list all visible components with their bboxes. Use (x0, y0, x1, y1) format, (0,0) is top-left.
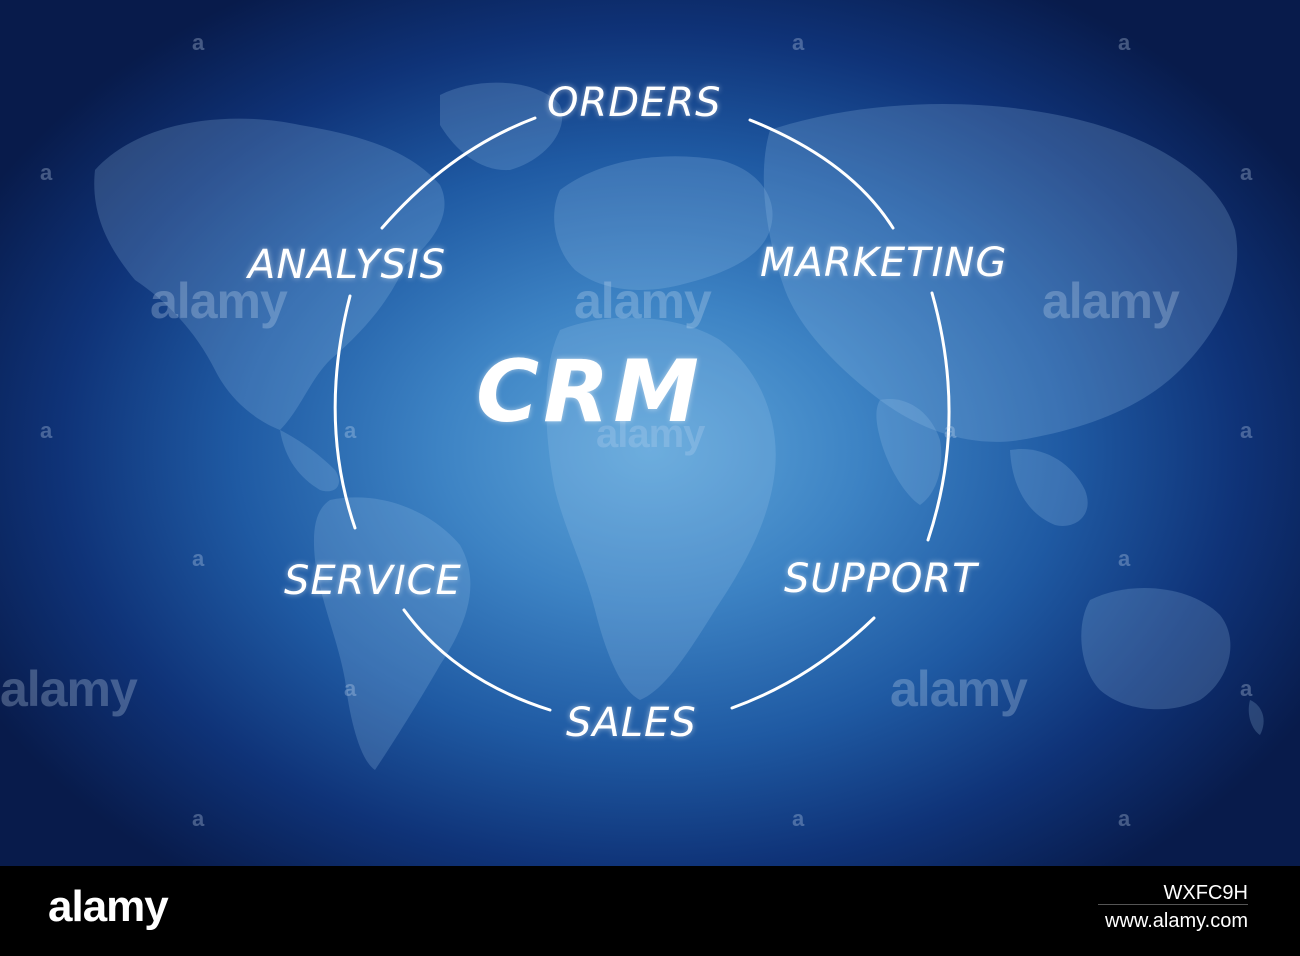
watermark-mark: a (1118, 546, 1131, 571)
watermark-mark: a (40, 418, 53, 443)
arc-orders-marketing (748, 118, 895, 230)
watermark-mark: a (1240, 418, 1253, 443)
australia-shape (1081, 588, 1231, 710)
watermark-mark: a (1118, 30, 1131, 55)
india-shape (876, 399, 942, 505)
cycle-ring (333, 116, 951, 712)
stock-footer: alamy WXFC9H www.alamy.com (0, 866, 1300, 956)
watermark: alamy (150, 273, 288, 329)
new-zealand-shape (1248, 700, 1264, 735)
node-sales: SALES (566, 700, 697, 746)
watermark: alamy (0, 661, 138, 717)
watermark-mark: a (344, 418, 357, 443)
south-america-shape (313, 497, 471, 770)
arc-analysis-orders (380, 116, 537, 230)
watermark-mark: a (1118, 806, 1131, 831)
asia-shape (763, 103, 1238, 442)
watermark: alamy (1042, 273, 1180, 329)
watermark: alamy (574, 273, 712, 329)
watermark-mark: a (344, 676, 357, 701)
watermark-mark: a (1240, 676, 1253, 701)
arc-support-sales (730, 616, 876, 710)
node-support: SUPPORT (784, 556, 978, 602)
node-marketing: MARKETING (760, 240, 1008, 286)
watermark-mark: a (1240, 160, 1253, 185)
node-analysis: ANALYSIS (248, 242, 447, 288)
arc-service-analysis (333, 294, 357, 530)
world-map-background (94, 82, 1264, 770)
footer-divider (1098, 904, 1248, 905)
watermark-mark: a (40, 160, 53, 185)
footer-url: www.alamy.com (1105, 910, 1248, 932)
footer-logo: alamy (48, 882, 169, 931)
node-orders: ORDERS (547, 80, 722, 126)
center-label: CRM (476, 342, 703, 442)
greenland-shape (440, 82, 563, 171)
watermark-mark: a (192, 30, 205, 55)
crm-background: a a a a a a a a a a a a a a a a alamy al… (0, 0, 1300, 866)
southeast-asia-shape (1010, 449, 1088, 526)
footer-image-id: WXFC9H (1163, 882, 1248, 904)
watermark-mark: a (192, 546, 205, 571)
arc-marketing-support (926, 291, 951, 542)
watermark: alamy (596, 412, 705, 456)
north-america-shape (94, 118, 445, 430)
africa-shape (546, 317, 776, 700)
arc-sales-service (402, 608, 552, 712)
node-service: SERVICE (284, 558, 462, 604)
europe-shape (554, 156, 773, 290)
watermark-mark: a (792, 806, 805, 831)
watermark: alamy (890, 661, 1028, 717)
central-america-shape (280, 430, 340, 492)
watermark-mark: a (792, 30, 805, 55)
watermark-mark: a (944, 418, 957, 443)
watermark-mark: a (192, 806, 205, 831)
